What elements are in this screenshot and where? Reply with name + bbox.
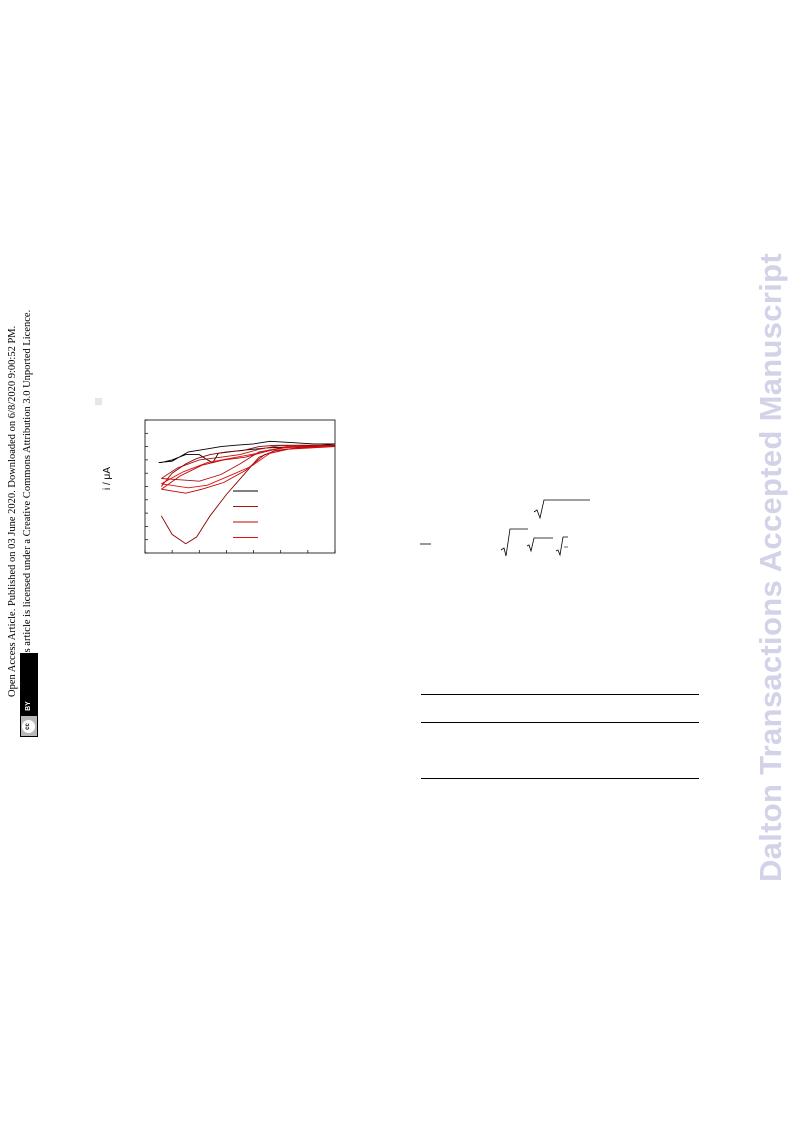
open-access-notice: Open Access Article. Published on 03 Jun… — [7, 325, 18, 697]
cyclic-voltammogram-chart — [144, 419, 336, 554]
plot-frame — [144, 419, 336, 554]
placeholder-mark — [95, 398, 102, 405]
table-bottom-rule — [421, 778, 699, 779]
series-line-3 — [161, 446, 336, 494]
licence-notice[interactable]: This article is licensed under a Creativ… — [22, 309, 33, 667]
chart-legend — [233, 490, 258, 538]
cc-by-badge[interactable]: cc BY — [20, 653, 38, 737]
sqrt-sign-lower-1 — [500, 528, 528, 557]
journal-watermark: Dalton Transactions Accepted Manuscript — [753, 253, 788, 882]
cc-icon: cc — [22, 720, 35, 733]
series-line-4 — [160, 444, 336, 545]
sqrt-sign-lower-2 — [526, 537, 553, 553]
equation-fragments — [420, 499, 590, 557]
by-icon: BY — [25, 701, 32, 711]
chart-series — [158, 440, 336, 545]
chart-axes — [144, 419, 336, 554]
sqrt-sign-upper — [533, 499, 590, 520]
table-header-rule — [421, 722, 699, 723]
sqrt-sign-lower-3 — [555, 536, 568, 557]
table-top-rule — [421, 694, 699, 695]
series-line-5 — [161, 445, 336, 489]
